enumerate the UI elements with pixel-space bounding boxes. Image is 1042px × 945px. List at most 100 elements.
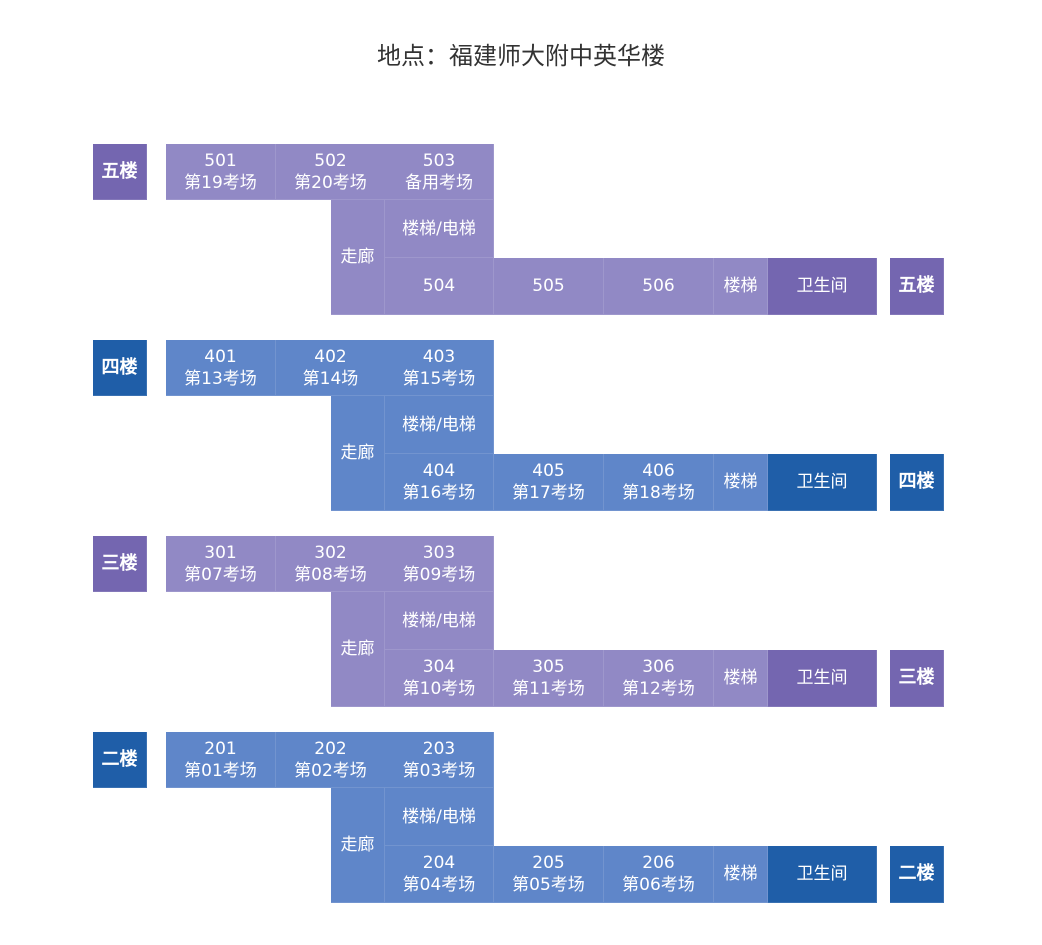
room-number: 303 [422,542,456,563]
room-use: 第12考场 [622,679,695,699]
stair-elevator: 楼梯/电梯 [385,396,494,454]
stair-elevator: 楼梯/电梯 [385,592,494,650]
room-number: 201 [204,738,237,759]
room-number: 406 [642,461,675,481]
floor-label-left: 四楼 [93,340,147,396]
stairs: 楼梯 [714,846,768,903]
floor-label-left: 二楼 [93,732,147,788]
stair-elevator-label: 楼梯/电梯 [402,806,476,827]
stairs-label: 楼梯 [723,864,758,884]
room-number: 202 [314,738,347,759]
stairs: 楼梯 [714,454,768,511]
stairs-label: 楼梯 [723,472,758,492]
room-use: 第10考场 [402,679,476,699]
toilet-label: 卫生间 [796,472,848,492]
stairs-label: 楼梯 [723,276,758,296]
room-number: 206 [642,853,675,873]
room-use: 第07考场 [184,564,257,585]
floor-label-text: 二楼 [101,748,138,770]
toilet-label: 卫生间 [796,276,848,296]
corridor-label: 走廊 [340,639,375,659]
floor-label-right: 五楼 [890,258,944,315]
room-use: 第17考场 [512,483,585,503]
room-use: 第02考场 [294,760,367,781]
floor-label-text: 三楼 [101,552,138,574]
room-use: 第16考场 [402,483,476,503]
corridor: 走廊 [331,592,385,707]
toilet: 卫生间 [768,650,877,707]
room-number: 402 [314,346,347,367]
room-506: 506 [604,258,714,315]
floor-label-text: 四楼 [101,356,138,378]
room-number: 302 [314,542,347,563]
room-number: 301 [204,542,237,563]
room-use: 第01考场 [184,760,257,781]
room-use: 第06考场 [622,875,695,895]
room-number: 502 [314,150,347,171]
room-number: 305 [532,657,565,677]
stair-elevator-label: 楼梯/电梯 [402,414,476,435]
toilet-label: 卫生间 [796,668,848,688]
room-number: 405 [532,461,565,481]
room-number: 401 [204,346,237,367]
toilet: 卫生间 [768,258,877,315]
corridor: 走廊 [331,396,385,511]
floor-label-text: 二楼 [898,863,935,884]
corridor-label: 走廊 [340,247,375,267]
room-number: 504 [422,276,456,296]
floor-label-left: 三楼 [93,536,147,592]
floor-label-text: 五楼 [101,160,138,182]
room-use: 第03考场 [402,760,476,781]
room-use: 第18考场 [622,483,695,503]
floor-label-right: 四楼 [890,454,944,511]
room-505: 505 [494,258,604,315]
stairs: 楼梯 [714,258,768,315]
room-use: 第09考场 [402,564,476,585]
stair-elevator: 楼梯/电梯 [385,788,494,846]
stairs-label: 楼梯 [723,668,758,688]
room-number: 203 [422,738,456,759]
floor-label-text: 五楼 [898,275,935,296]
floor-label-right: 三楼 [890,650,944,707]
room-number: 404 [422,461,456,481]
corridor: 走廊 [331,788,385,903]
room-use: 第15考场 [402,368,476,389]
room-number: 506 [642,276,675,296]
stair-elevator: 楼梯/电梯 [385,200,494,258]
room-number: 505 [532,276,565,296]
room-number: 205 [532,853,565,873]
room-use: 备用考场 [405,172,473,193]
floor-label-text: 三楼 [898,667,935,688]
room-use: 第04考场 [402,875,476,895]
room-number: 204 [422,853,456,873]
room-use: 第08考场 [294,564,367,585]
room-number: 501 [204,150,237,171]
floor-label-text: 四楼 [898,471,935,492]
room-504: 504 [385,258,494,315]
room-number: 503 [422,150,456,171]
room-use: 第05考场 [512,875,585,895]
stair-elevator-label: 楼梯/电梯 [402,610,476,631]
stairs: 楼梯 [714,650,768,707]
